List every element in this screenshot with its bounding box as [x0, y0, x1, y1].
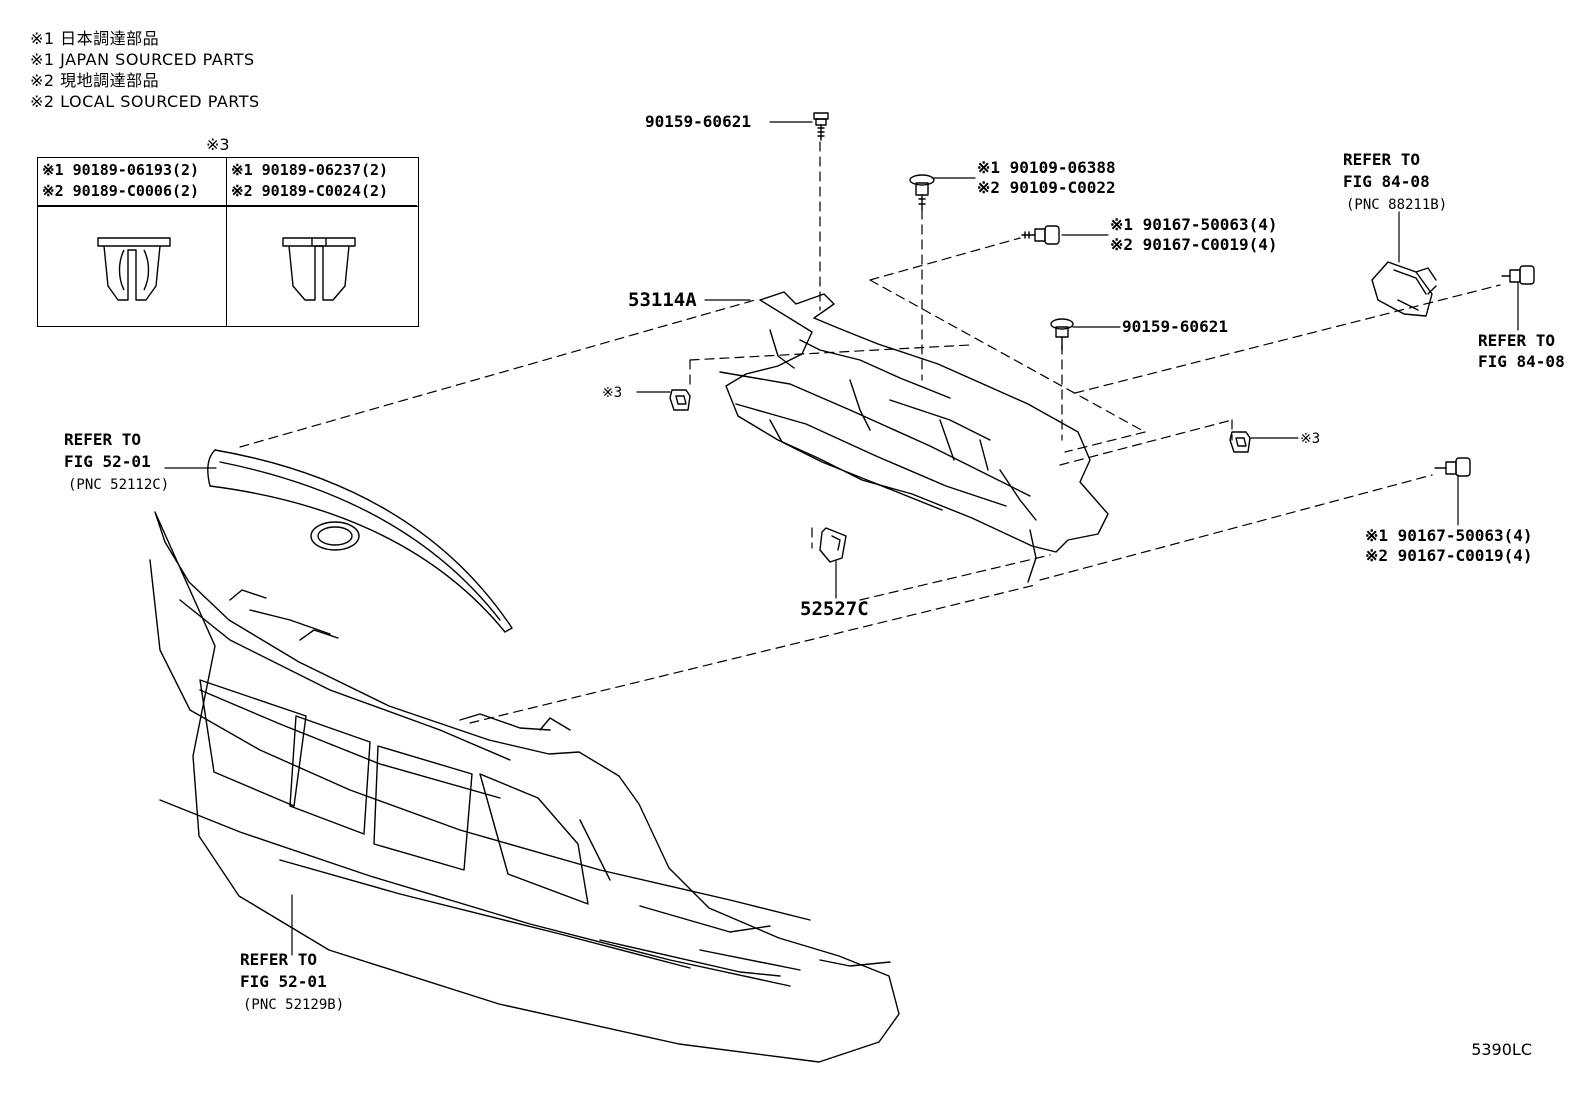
label-nut-right1: ※1 90167-50063(4)	[1365, 526, 1533, 545]
part-number: ※1 90189-06237(2)	[231, 161, 389, 179]
label-53114a: 53114A	[628, 289, 697, 311]
bracket-52527c	[819, 527, 847, 563]
clip-table: ※1 90189-06193(2) ※2 90189-C0006(2) ※1 9…	[37, 157, 419, 327]
clip-icon	[669, 389, 691, 411]
label-bolt-a1: ※1 90109-06388	[977, 158, 1116, 177]
note-line: ※1 JAPAN SOURCED PARTS	[30, 50, 255, 69]
sensor-unit	[1371, 261, 1437, 317]
label-nut-top1: ※1 90167-50063(4)	[1110, 215, 1278, 234]
bolt-icon	[813, 112, 829, 141]
label-bolt-mid: 90159-60621	[1122, 317, 1228, 336]
part-number: ※1 90189-06193(2)	[42, 161, 200, 179]
table-divider	[38, 206, 418, 207]
diagram-code: 5390LC	[1471, 1040, 1532, 1059]
nut-icon	[1501, 265, 1535, 285]
clip-icon	[282, 237, 356, 301]
nut-icon	[1434, 457, 1471, 477]
clip-icon	[1229, 431, 1251, 453]
note-line: ※2 現地調達部品	[30, 71, 160, 90]
clip-table-title: ※3	[206, 135, 230, 154]
clip-table-col1-header: ※1 90189-06193(2) ※2 90189-C0006(2)	[38, 158, 226, 206]
bolt-icon	[909, 174, 935, 211]
refer-fig-52-01-top-line3: (PNC 52112C)	[68, 477, 170, 493]
label-bolt-top: 90159-60621	[645, 112, 751, 131]
sourcing-notes: ※1 日本調達部品 ※1 JAPAN SOURCED PARTS ※2 現地調達…	[30, 28, 260, 112]
label-nut-top2: ※2 90167-C0019(4)	[1110, 235, 1278, 254]
refer-fig-84-08-top-line1: REFER TO	[1343, 150, 1421, 169]
refer-fig-52-01-top-line1: REFER TO	[64, 430, 142, 449]
table-divider	[226, 158, 227, 326]
solid-leader-lines	[164, 121, 1519, 956]
grille-moulding-52112c	[207, 449, 513, 633]
note-line: ※1 日本調達部品	[30, 29, 160, 48]
refer-fig-52-01-top-line2: FIG 52-01	[64, 452, 151, 471]
refer-fig-52-01-bottom-line2: FIG 52-01	[240, 972, 327, 991]
refer-fig-84-08-top-line2: FIG 84-08	[1343, 172, 1430, 191]
note-line: ※2 LOCAL SOURCED PARTS	[30, 92, 260, 111]
part-number: ※2 90189-C0006(2)	[42, 182, 200, 200]
refer-fig-84-08-right-line1: REFER TO	[1478, 331, 1556, 350]
clip-table-col2-header: ※1 90189-06237(2) ※2 90189-C0024(2)	[227, 158, 417, 206]
part-number: ※2 90189-C0024(2)	[231, 182, 389, 200]
label-clip-right: ※3	[1300, 431, 1321, 447]
clip-icon	[97, 237, 171, 301]
refer-fig-84-08-right-line2: FIG 84-08	[1478, 352, 1565, 371]
label-52527c: 52527C	[800, 598, 869, 620]
clip-drawings	[97, 237, 356, 301]
label-bolt-a2: ※2 90109-C0022	[977, 178, 1116, 197]
label-nut-right2: ※2 90167-C0019(4)	[1365, 546, 1533, 565]
refer-fig-84-08-top-line3: (PNC 88211B)	[1346, 197, 1448, 213]
label-clip-left: ※3	[602, 385, 623, 401]
nut-icon	[1021, 225, 1060, 245]
bumper-frame-52129b	[149, 511, 900, 1063]
bolt-icon	[1050, 318, 1074, 351]
refer-fig-52-01-bottom-line3: (PNC 52129B)	[243, 997, 345, 1013]
radiator-support-53114a	[719, 291, 1109, 583]
refer-fig-52-01-bottom-line1: REFER TO	[240, 950, 318, 969]
